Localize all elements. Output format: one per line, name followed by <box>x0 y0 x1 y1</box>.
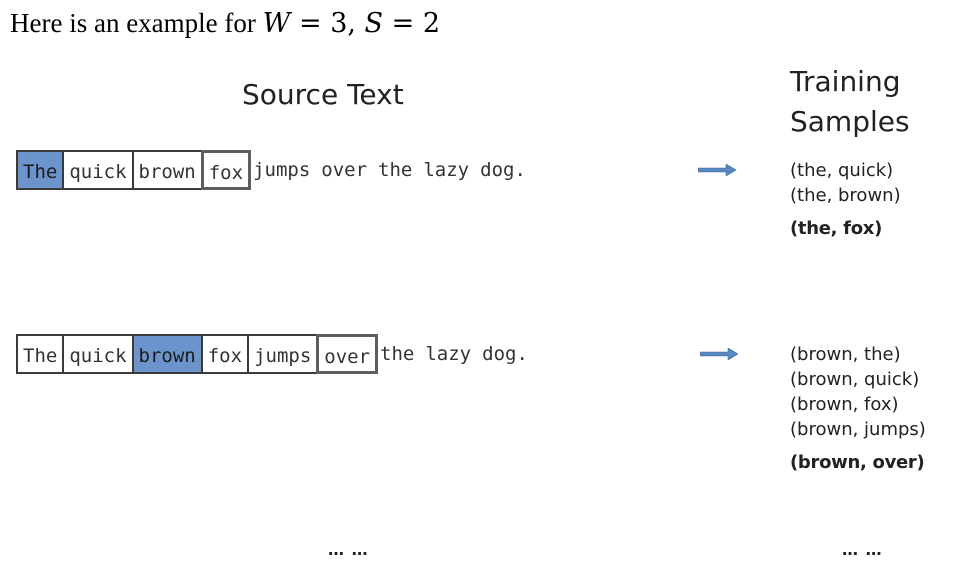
context-word: fox <box>200 334 250 374</box>
source-text-title: Source Text <box>242 78 404 111</box>
heading: Here is an example for W = 3, S = 2 <box>10 8 440 39</box>
context-word: over <box>316 334 379 374</box>
training-samples-1: (the, quick) (the, brown) (the, fox) <box>790 158 901 241</box>
heading-math: W = 3, S = 2 <box>262 8 441 39</box>
context-word: jumps <box>247 334 319 374</box>
heading-prefix: Here is an example for <box>10 8 263 38</box>
target-word: The <box>16 150 65 190</box>
training-sample: (brown, fox) <box>790 394 899 415</box>
training-sample: (brown, quick) <box>790 369 920 390</box>
training-sample: (the, quick) <box>790 160 894 181</box>
source-word: dog. <box>482 343 528 365</box>
training-samples-2: (brown, the) (brown, quick) (brown, fox) (b… <box>790 342 926 475</box>
source-word: lazy <box>425 343 472 365</box>
ellipsis-right: … … <box>842 540 883 559</box>
context-word: brown <box>131 150 203 190</box>
context-word: The <box>16 334 65 374</box>
ellipsis-left: … … <box>328 540 369 559</box>
training-sample: (brown, the) <box>790 344 901 365</box>
source-word: the <box>378 159 413 181</box>
training-sample-bold: (the, fox) <box>790 218 882 239</box>
source-word: over <box>321 159 368 181</box>
target-word: brown <box>131 334 203 374</box>
arrow-right-icon <box>698 164 736 176</box>
source-word: lazy <box>423 159 470 181</box>
context-word: quick <box>62 334 134 374</box>
training-samples-title: Training Samples <box>790 62 910 142</box>
arrow-right-icon <box>700 348 738 360</box>
training-sample: (the, brown) <box>790 185 901 206</box>
training-sample-bold: (brown, over) <box>790 452 925 473</box>
source-word: the <box>380 343 415 365</box>
context-word: fox <box>200 150 252 190</box>
source-word: dog. <box>480 159 526 181</box>
training-title-line2: Samples <box>790 105 910 138</box>
source-word: jumps <box>253 159 311 181</box>
training-sample: (brown, jumps) <box>790 419 926 440</box>
training-title-line1: Training <box>790 65 901 98</box>
context-word: quick <box>62 150 134 190</box>
